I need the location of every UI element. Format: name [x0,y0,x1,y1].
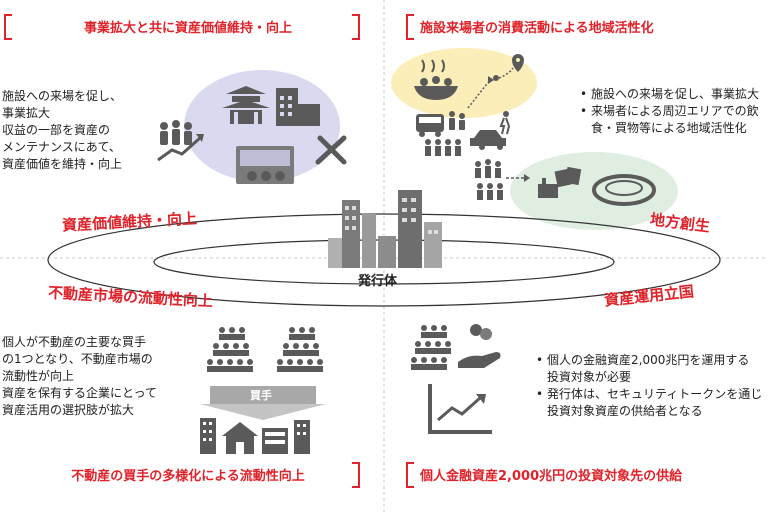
bottom-right-bracket-left [406,462,414,488]
buyer-arrow-label: 買手 [250,389,272,402]
bottom-right-bullet-1-cont: 投資対象が必要 [547,370,632,384]
bottom-right-bullet-2: 発行体は、セキュリティトークンを通じ [536,386,768,403]
theater-icon [236,146,294,184]
buildings-row-icon [200,418,310,454]
crowd-icon-right [277,327,323,372]
top-left-bracket-right [352,14,360,40]
buyer-arrow-shape [200,386,326,420]
top-right-yellow-bubble [391,48,537,118]
top-left-text-line1: 施設への来場を促し、 [2,89,123,103]
top-left-text: 施設への来場を促し、 事業拡大 収益の一部を資産の メンテナンスにあて、 資産価… [2,88,122,173]
top-left-bubble [184,70,340,182]
bottom-left-text-line2: の1つとなり、不動産市場の [2,352,153,366]
hand-coins-icon [458,324,501,368]
people-growth-icon [157,120,204,162]
hotel-icon [276,88,320,126]
onsen-icon [414,59,458,100]
top-right-bullet-2: 来場者による周辺エリアでの飲 [580,103,768,120]
issuer-label: 発行体 [358,274,398,289]
top-left-text-line4: メンテナンスにあて、 [2,140,121,154]
crowd-icon-right-mid [475,159,503,200]
shopping-food-icon [538,166,582,198]
bottom-left-text-line3: 流動性が向上 [2,369,75,383]
bottom-left-title: 不動産の買手の多様化による流動性向上 [71,469,305,484]
bottom-right-bullet-2-cont: 投資対象資産の供給者となる [547,404,703,418]
bus-icon [416,114,444,137]
top-right-bullet-1: 施設への来場を促し、事業拡大 [580,86,768,103]
bottom-right-bullets: 個人の金融資産2,000兆円を運用する 投資対象が必要 発行体は、セキュリティト… [536,352,768,420]
top-right-bullet-3: 食・買物等による地域活性化 [591,121,747,135]
bottom-right-bullet-1: 個人の金融資産2,000兆円を運用する [536,352,768,369]
dotted-arrow-icon [467,76,494,109]
top-left-text-line5: 資産価値を維持・向上 [2,157,123,171]
top-left-text-line2: 事業拡大 [2,106,51,120]
route-pin-icon [493,54,524,81]
crowd-icon-bottom-right [411,325,451,370]
bottom-right-title: 個人金融資産2,000兆円の投資対象先の供給 [420,469,683,484]
temple-icon [222,86,270,124]
growth-chart-icon [428,384,492,434]
bottom-left-text-line4: 資産を保有する企業にとって [2,386,158,400]
top-left-title: 事業拡大と共に資産価値維持・向上 [83,21,292,36]
bottom-left-text-line1: 個人が不動産の主要な買手 [2,335,147,349]
outer-ring [47,213,721,307]
top-right-bracket-left [406,14,414,40]
bottom-left-text-line5: 資産活用の選択肢が拡大 [2,403,135,417]
top-left-bracket-left [4,14,12,40]
top-right-title: 施設来場者の消費活動による地域活性化 [420,21,654,36]
bottom-left-text: 個人が不動産の主要な買手 の1つとなり、不動産市場の 流動性が向上 資産を保有す… [2,334,157,419]
dashed-arrow-right-icon [506,174,530,182]
stadium-icon [592,174,656,206]
walker-icon [499,111,511,135]
car-icon [470,130,506,150]
crowd-icon-top-right [425,139,461,156]
tools-icon [315,135,347,165]
family-icon [449,111,465,130]
top-right-bullets: 施設への来場を促し、事業拡大 来場者による周辺エリアでの飲 食・買物等による地域… [580,86,768,137]
bottom-left-bracket-right [352,462,360,488]
crowd-icon-left [207,327,253,372]
issuer-buildings-icon [328,190,442,268]
top-left-text-line3: 収益の一部を資産の [2,123,111,137]
